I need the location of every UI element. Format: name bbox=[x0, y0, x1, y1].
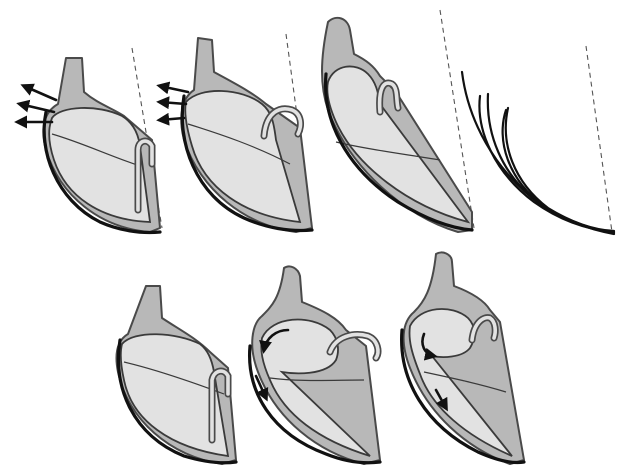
fiber-1 bbox=[462, 72, 614, 234]
panel-bottom-2 bbox=[250, 266, 380, 464]
panel-bottom-3 bbox=[402, 252, 524, 464]
panel-top-2 bbox=[160, 34, 312, 232]
panel-bottom-1 bbox=[116, 286, 236, 464]
arrow-up-left bbox=[24, 86, 56, 100]
arrow-left bbox=[20, 104, 54, 112]
dashed-boundary bbox=[586, 46, 612, 232]
panel-top-4 bbox=[462, 46, 614, 234]
panel-top-1 bbox=[18, 48, 162, 233]
panel-top-3 bbox=[322, 10, 474, 232]
arrow-up-left bbox=[160, 86, 188, 92]
